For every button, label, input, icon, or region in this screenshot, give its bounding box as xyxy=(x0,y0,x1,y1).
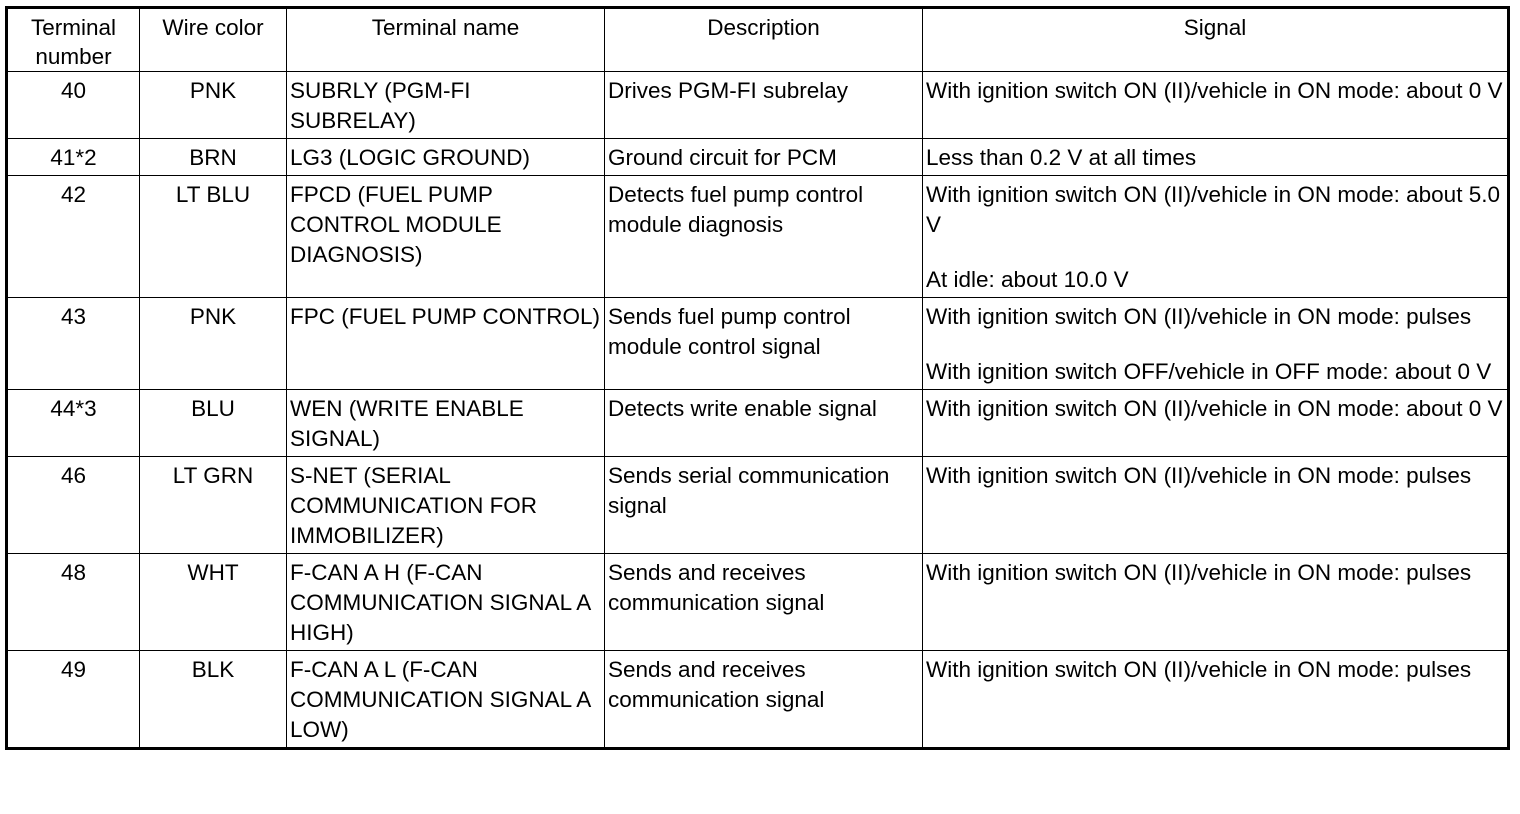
cell-signal: With ignition switch ON (II)/vehicle in … xyxy=(922,650,1509,749)
cell-description: Sends serial communication signal xyxy=(604,456,923,554)
cell-wire-color: LT BLU xyxy=(139,175,287,298)
cell-description: Detects fuel pump control module diagnos… xyxy=(604,175,923,298)
cell-description: Sends and receives communication signal xyxy=(604,553,923,651)
cell-terminal-number: 43 xyxy=(6,297,140,390)
table-row: 43 PNK FPC (FUEL PUMP CONTROL) Sends fue… xyxy=(6,297,1509,390)
cell-description: Sends fuel pump control module control s… xyxy=(604,297,923,390)
cell-signal: With ignition switch ON (II)/vehicle in … xyxy=(922,297,1509,390)
cell-terminal-name: LG3 (LOGIC GROUND) xyxy=(286,138,605,176)
cell-terminal-name: F-CAN A H (F-CAN COMMUNICATION SIGNAL A … xyxy=(286,553,605,651)
cell-terminal-number: 41*2 xyxy=(6,138,140,176)
cell-terminal-name: S-NET (SERIAL COMMUNICATION FOR IMMOBILI… xyxy=(286,456,605,554)
table-body: 40 PNK SUBRLY (PGM-FI SUBRELAY) Drives P… xyxy=(6,71,1509,749)
cell-wire-color: PNK xyxy=(139,71,287,139)
cell-signal: With ignition switch ON (II)/vehicle in … xyxy=(922,553,1509,651)
table-header-row: Terminal number Wire color Terminal name… xyxy=(6,7,1509,72)
cell-wire-color: BLK xyxy=(139,650,287,749)
cell-terminal-name: WEN (WRITE ENABLE SIGNAL) xyxy=(286,389,605,457)
terminal-table: Terminal number Wire color Terminal name… xyxy=(5,6,1510,750)
header-terminal-name: Terminal name xyxy=(286,7,605,72)
cell-terminal-number: 42 xyxy=(6,175,140,298)
table-row: 48 WHT F-CAN A H (F-CAN COMMUNICATION SI… xyxy=(6,553,1509,651)
cell-wire-color: BLU xyxy=(139,389,287,457)
signal-line: With ignition switch ON (II)/vehicle in … xyxy=(926,182,1500,237)
header-description: Description xyxy=(604,7,923,72)
cell-wire-color: PNK xyxy=(139,297,287,390)
cell-signal: With ignition switch ON (II)/vehicle in … xyxy=(922,389,1509,457)
signal-line: With ignition switch ON (II)/vehicle in … xyxy=(926,560,1472,585)
cell-terminal-name: SUBRLY (PGM-FI SUBRELAY) xyxy=(286,71,605,139)
cell-terminal-number: 40 xyxy=(6,71,140,139)
table-row: 46 LT GRN S-NET (SERIAL COMMUNICATION FO… xyxy=(6,456,1509,554)
cell-terminal-name: F-CAN A L (F-CAN COMMUNICATION SIGNAL A … xyxy=(286,650,605,749)
signal-line: Less than 0.2 V at all times xyxy=(926,145,1197,170)
signal-line: At idle: about 10.0 V xyxy=(926,267,1129,292)
cell-terminal-number: 46 xyxy=(6,456,140,554)
cell-description: Drives PGM-FI subrelay xyxy=(604,71,923,139)
cell-terminal-name: FPCD (FUEL PUMP CONTROL MODULE DIAGNOSIS… xyxy=(286,175,605,298)
cell-description: Sends and receives communication signal xyxy=(604,650,923,749)
table-row: 42 LT BLU FPCD (FUEL PUMP CONTROL MODULE… xyxy=(6,175,1509,298)
header-terminal-number: Terminal number xyxy=(6,7,140,72)
cell-terminal-number: 44*3 xyxy=(6,389,140,457)
header-signal: Signal xyxy=(922,7,1509,72)
cell-wire-color: LT GRN xyxy=(139,456,287,554)
table-row: 44*3 BLU WEN (WRITE ENABLE SIGNAL) Detec… xyxy=(6,389,1509,457)
signal-line: With ignition switch ON (II)/vehicle in … xyxy=(926,396,1503,421)
cell-terminal-number: 49 xyxy=(6,650,140,749)
cell-signal: With ignition switch ON (II)/vehicle in … xyxy=(922,71,1509,139)
cell-signal: With ignition switch ON (II)/vehicle in … xyxy=(922,175,1509,298)
signal-line: With ignition switch OFF/vehicle in OFF … xyxy=(926,359,1492,384)
cell-terminal-name: FPC (FUEL PUMP CONTROL) xyxy=(286,297,605,390)
signal-line: With ignition switch ON (II)/vehicle in … xyxy=(926,304,1472,329)
cell-description: Ground circuit for PCM xyxy=(604,138,923,176)
cell-wire-color: BRN xyxy=(139,138,287,176)
cell-signal: Less than 0.2 V at all times xyxy=(922,138,1509,176)
signal-line: With ignition switch ON (II)/vehicle in … xyxy=(926,657,1472,682)
table-row: 41*2 BRN LG3 (LOGIC GROUND) Ground circu… xyxy=(6,138,1509,176)
cell-description: Detects write enable signal xyxy=(604,389,923,457)
cell-wire-color: WHT xyxy=(139,553,287,651)
cell-signal: With ignition switch ON (II)/vehicle in … xyxy=(922,456,1509,554)
signal-line: With ignition switch ON (II)/vehicle in … xyxy=(926,463,1472,488)
signal-line: With ignition switch ON (II)/vehicle in … xyxy=(926,78,1503,103)
header-wire-color: Wire color xyxy=(139,7,287,72)
table-row: 49 BLK F-CAN A L (F-CAN COMMUNICATION SI… xyxy=(6,650,1509,749)
cell-terminal-number: 48 xyxy=(6,553,140,651)
table-row: 40 PNK SUBRLY (PGM-FI SUBRELAY) Drives P… xyxy=(6,71,1509,139)
